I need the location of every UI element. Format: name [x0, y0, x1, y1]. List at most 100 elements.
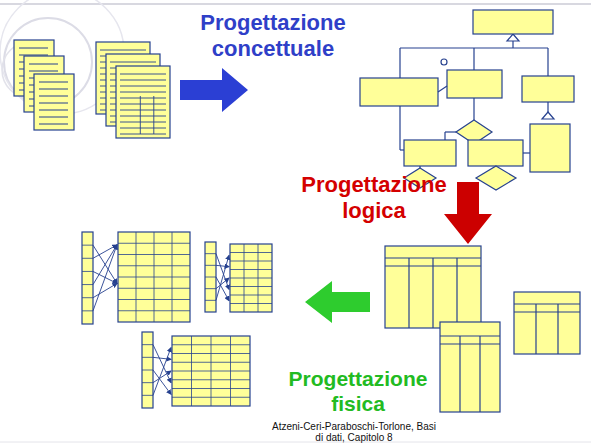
entity-box [473, 10, 553, 34]
frame-line [0, 442, 591, 443]
table-line [172, 232, 173, 322]
form-line [100, 50, 146, 51]
isa-arrow [542, 112, 554, 119]
storage-table [172, 336, 250, 406]
citation: Atzeni-Ceri-Paraboschi-Torlone, Basi di … [272, 421, 436, 443]
table-line [136, 232, 137, 322]
form-line [120, 110, 166, 111]
form-line [153, 96, 154, 134]
form-line [120, 122, 166, 123]
table-line [230, 336, 231, 406]
attribute-dot [441, 59, 447, 65]
text-line [39, 89, 68, 90]
table-line [440, 343, 500, 344]
text-line [39, 96, 68, 97]
table-line [211, 336, 212, 406]
table-line [432, 258, 433, 328]
er-link [400, 149, 404, 150]
text-line [39, 103, 68, 104]
index-line [205, 288, 216, 289]
index-line [142, 395, 153, 396]
relation-table [514, 292, 580, 354]
table-line [230, 295, 272, 296]
table-line [479, 336, 480, 412]
table-line [514, 311, 580, 312]
table-line [514, 303, 580, 304]
text-line [39, 82, 68, 83]
form-line [120, 116, 166, 117]
er-link [473, 48, 474, 70]
table-line [258, 244, 259, 312]
storage-table [118, 232, 190, 322]
index-line [82, 310, 93, 311]
er-link [523, 152, 530, 153]
entity-box [468, 140, 523, 166]
frame-line [0, 3, 591, 5]
pointer-arrow [93, 245, 117, 311]
text-line [39, 110, 68, 111]
storage-table [230, 244, 272, 312]
form-line [120, 92, 166, 93]
form-line [120, 98, 166, 99]
index-line [142, 357, 153, 358]
table-line [408, 258, 409, 328]
relationship-diamond [476, 166, 516, 190]
table-line [456, 258, 457, 328]
index-column [142, 332, 153, 408]
er-link [445, 131, 456, 132]
index-line [82, 271, 93, 272]
table-line [154, 232, 155, 322]
pointer-arrow [153, 370, 171, 394]
index-column [82, 232, 93, 324]
isa-arrow [507, 34, 519, 41]
text-line [29, 64, 58, 65]
er-link [444, 132, 445, 140]
pointer-arrow [216, 254, 229, 290]
index-line [142, 370, 153, 371]
table-line [440, 335, 500, 336]
text-line [39, 117, 68, 118]
table-line [230, 286, 272, 287]
table-line [230, 303, 272, 304]
er-link [438, 86, 447, 92]
pointer-arrow [216, 255, 229, 300]
blue-arrow [180, 68, 248, 112]
er-link [419, 166, 420, 168]
red-arrow [444, 182, 492, 244]
green-arrow [305, 281, 370, 323]
index-line [82, 297, 93, 298]
pointer-arrow [216, 278, 229, 289]
step-label: Progettazione concettuale [190, 10, 356, 62]
step-label: Progettazione fisica [280, 366, 436, 416]
table-line [230, 261, 272, 262]
entity-box [404, 140, 456, 166]
pointer-arrow [153, 348, 171, 396]
table-line [244, 244, 245, 312]
index-line [205, 265, 216, 266]
relation-table [385, 246, 481, 328]
index-line [82, 258, 93, 259]
pointer-arrow [153, 345, 171, 383]
pointer-arrow [93, 283, 117, 297]
table-line [535, 304, 536, 354]
index-line [142, 382, 153, 383]
text-line [29, 71, 58, 72]
index-line [205, 253, 216, 254]
label-holder: Progettazione fisica [280, 366, 436, 416]
step-label: Progettazione logica [298, 172, 450, 224]
relation-table [440, 322, 500, 412]
form-line [140, 96, 141, 134]
entity-box [530, 124, 570, 172]
form-line [110, 62, 156, 63]
label-holder: Progettazione logica [298, 172, 450, 224]
entity-box [360, 78, 438, 106]
table-line [230, 278, 272, 279]
form-line [120, 134, 166, 135]
pointer-arrow [153, 357, 171, 359]
text-line [19, 55, 48, 56]
label-holder: Progettazione concettuale [190, 10, 356, 62]
form-line [120, 104, 166, 105]
form-line [120, 74, 166, 75]
table-line [459, 336, 460, 412]
